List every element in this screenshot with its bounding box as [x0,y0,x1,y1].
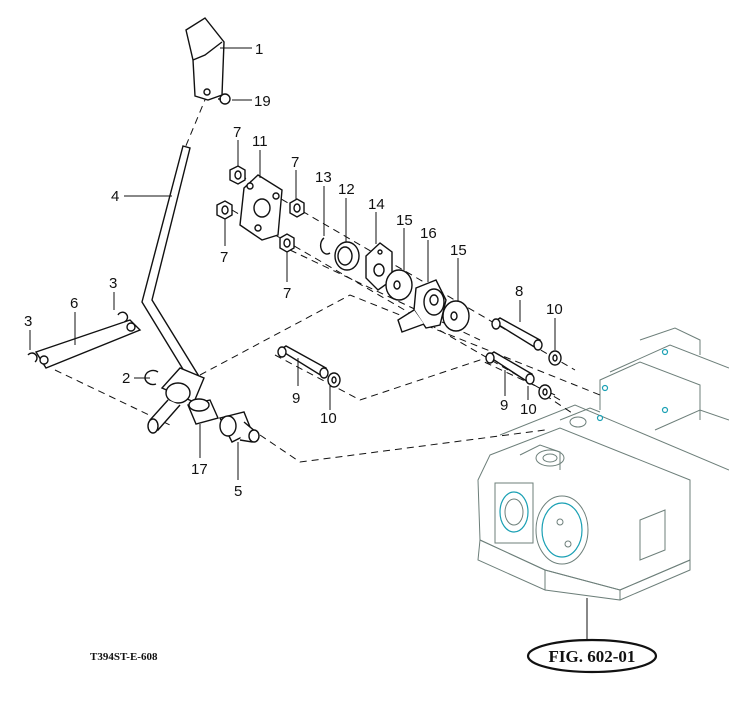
callout-7: 7 [291,154,299,171]
callout-1: 1 [255,41,263,58]
callout-7: 7 [283,285,291,302]
callout-9: 9 [292,390,300,407]
callout-14: 14 [368,196,385,213]
part-8-stud [491,317,543,351]
callout-3: 3 [24,313,32,330]
part-12-seal [334,241,360,271]
part-7-nut-2 [289,198,305,218]
part-10-nut-3 [538,384,552,400]
callout-6: 6 [70,295,78,312]
callout-4: 4 [111,188,119,205]
part-15-washer-2 [442,300,470,332]
transmission-housing-outline [477,327,729,601]
part-2-snap-ring [144,369,159,386]
callout-3: 3 [109,275,117,292]
part-7-nut-3 [216,200,233,220]
part-9-stud-1 [277,345,329,379]
part-14-plate [365,242,393,291]
part-3-clip-right [117,311,129,323]
part-6-link-plate [34,319,142,369]
callout-labels: 1 19 7 11 7 13 12 14 15 16 15 4 7 7 3 3 … [24,41,563,500]
callout-15: 15 [396,212,413,229]
part-10-nut-1 [548,350,562,366]
part-9-stud-2 [485,351,535,385]
part-1-lever-knob [185,17,225,101]
callout-11: 11 [252,133,268,150]
figure-label-text: FIG. 602-01 [549,647,636,666]
part-15-washer-1 [385,269,413,301]
callout-17: 17 [191,461,208,478]
part-17-collar [187,398,219,425]
part-11-bracket-plate [239,174,283,241]
callout-7: 7 [233,124,241,141]
figure-label: FIG. 602-01 [526,598,658,674]
callout-12: 12 [338,181,355,198]
part-7-nut-4 [279,233,295,253]
callout-9: 9 [500,397,508,414]
callout-16: 16 [420,225,437,242]
part-4-lever-rod [141,145,201,386]
callout-13: 13 [315,169,332,186]
leader-lines [29,47,556,480]
callout-10: 10 [320,410,337,427]
callout-8: 8 [515,283,523,300]
part-16-cam-arm [397,279,447,333]
callout-19: 19 [254,93,271,110]
part-7-nut-1 [229,165,246,185]
callout-10: 10 [546,301,563,318]
callout-7: 7 [220,249,228,266]
callout-2: 2 [122,370,130,387]
part-2-lever-hub [147,367,205,434]
part-13-snap-ring [319,237,331,255]
part-19-screw [218,93,231,105]
figure-label-oval [526,638,658,674]
part-10-nut-2 [327,372,341,388]
callout-10: 10 [520,401,537,418]
callout-15: 15 [450,242,467,259]
part-5-pin [218,411,260,443]
drawing-code: T394ST-E-608 [90,651,158,663]
callout-5: 5 [234,483,242,500]
assembly-dash-lines [54,94,601,463]
part-3-clip-left [27,352,38,363]
